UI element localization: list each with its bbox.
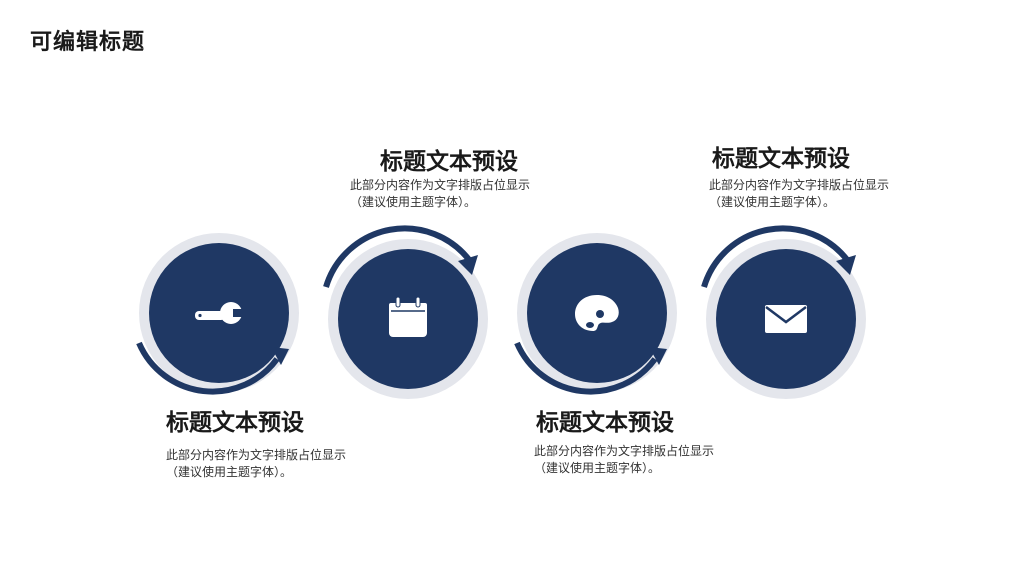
envelope-icon	[765, 305, 807, 333]
step-2-desc-line1: 此部分内容作为文字排版占位显示	[350, 178, 531, 192]
step-3-desc-line2: （建议使用主题字体）。	[534, 461, 661, 475]
step-2-desc-block: 此部分内容作为文字排版占位显示 （建议使用主题字体）。	[350, 177, 590, 211]
step-2-circle	[323, 225, 488, 399]
step-2-title: 标题文本预设	[380, 149, 518, 175]
step-1-text: 标题文本预设 此部分内容作为文字排版占位显示 （建议使用主题字体）。	[166, 403, 406, 481]
step-1-circle	[136, 233, 299, 395]
step-2-desc-line2: （建议使用主题字体）。	[350, 195, 477, 209]
step-4-circle	[701, 225, 866, 399]
step-1-desc-line1: 此部分内容作为文字排版占位显示	[166, 448, 347, 462]
step-2-text: 标题文本预设	[380, 142, 620, 186]
step-2-desc: 此部分内容作为文字排版占位显示 （建议使用主题字体）。	[350, 177, 590, 211]
step-3-text: 标题文本预设	[536, 403, 776, 447]
step-4-arrow	[701, 225, 856, 288]
step-2-arrow	[323, 225, 478, 288]
step-3-arrow	[514, 341, 667, 395]
step-1-arrow	[136, 341, 289, 395]
step-3-desc-line1: 此部分内容作为文字排版占位显示	[534, 444, 715, 458]
step-1-title: 标题文本预设	[166, 410, 304, 436]
step-3-desc: 此部分内容作为文字排版占位显示 （建议使用主题字体）。	[534, 443, 774, 477]
step-4-text: 标题文本预设	[712, 139, 952, 183]
calendar-icon	[389, 296, 427, 337]
palette-icon	[575, 295, 619, 331]
step-3-desc-block: 此部分内容作为文字排版占位显示 （建议使用主题字体）。	[534, 443, 774, 477]
wrench-icon	[195, 302, 245, 324]
step-4-desc: 此部分内容作为文字排版占位显示 （建议使用主题字体）。	[709, 177, 949, 211]
step-3-title: 标题文本预设	[536, 410, 674, 436]
page-title: 可编辑标题	[30, 30, 146, 55]
step-3-circle	[514, 233, 677, 395]
step-1-desc-line2: （建议使用主题字体）。	[166, 465, 293, 479]
step-4-desc-line2: （建议使用主题字体）。	[709, 195, 836, 209]
step-4-title: 标题文本预设	[712, 146, 850, 172]
step-4-desc-line1: 此部分内容作为文字排版占位显示	[709, 178, 890, 192]
step-1-desc: 此部分内容作为文字排版占位显示 （建议使用主题字体）。	[166, 447, 406, 481]
step-4-desc-block: 此部分内容作为文字排版占位显示 （建议使用主题字体）。	[709, 177, 949, 211]
